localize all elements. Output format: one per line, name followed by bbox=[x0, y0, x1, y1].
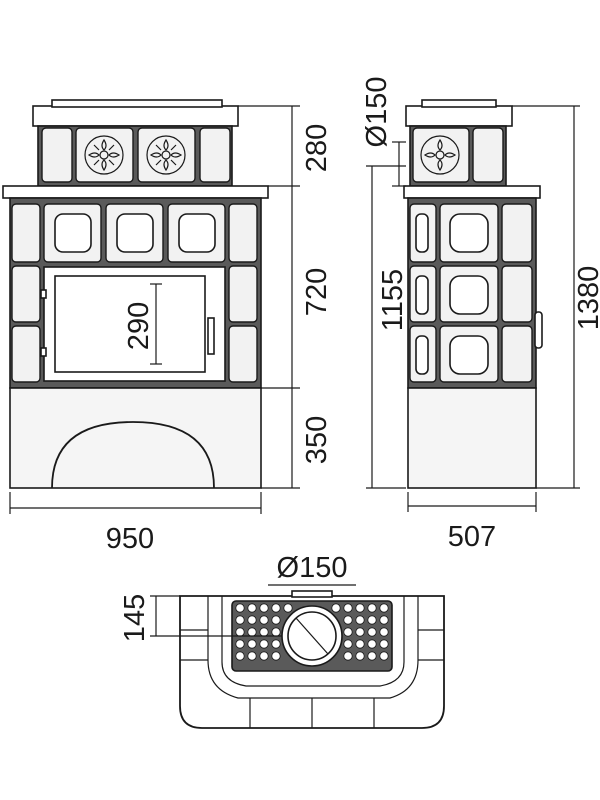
door-height-label: 290 bbox=[123, 302, 155, 350]
grate-hole bbox=[235, 615, 245, 625]
front-door-glass bbox=[54, 275, 206, 373]
side-base bbox=[407, 387, 537, 489]
grate-hole bbox=[259, 603, 269, 613]
front-tile bbox=[228, 325, 258, 383]
grate-hole bbox=[235, 603, 245, 613]
grate-hole bbox=[367, 627, 377, 637]
grate-hole bbox=[283, 603, 293, 613]
grate-hole bbox=[343, 615, 353, 625]
grate-hole bbox=[247, 615, 257, 625]
side-handle-icon bbox=[534, 311, 543, 349]
grate-hole bbox=[367, 603, 377, 613]
grate-hole bbox=[367, 651, 377, 661]
front-tile bbox=[228, 203, 258, 263]
grate-hole bbox=[367, 639, 377, 649]
grate-hole bbox=[259, 639, 269, 649]
front-upper-tile-left bbox=[41, 127, 73, 183]
flue-height-label: 1155 bbox=[377, 269, 409, 331]
grate-hole bbox=[343, 639, 353, 649]
front-top-cap-plate bbox=[51, 99, 223, 108]
width-label: 950 bbox=[106, 523, 154, 555]
ornament-flower-icon bbox=[146, 135, 186, 175]
total-height-label: 1380 bbox=[573, 266, 600, 331]
grate-hole bbox=[271, 651, 281, 661]
grate-hole bbox=[379, 651, 389, 661]
offset-label: 145 bbox=[119, 594, 151, 642]
grate-hole bbox=[235, 651, 245, 661]
door-handle-icon bbox=[207, 317, 215, 355]
grate-hole bbox=[259, 627, 269, 637]
side-top-cap bbox=[405, 105, 513, 127]
grate-hole bbox=[247, 627, 257, 637]
front-view: 950 280 720 350 290 bbox=[2, 99, 333, 555]
grate-hole bbox=[331, 603, 341, 613]
grate-hole bbox=[247, 639, 257, 649]
grate-hole bbox=[355, 627, 365, 637]
ornament-flower-icon bbox=[84, 135, 124, 175]
grate-hole bbox=[247, 651, 257, 661]
grate-hole bbox=[259, 651, 269, 661]
grate-hole bbox=[271, 615, 281, 625]
grate-hole bbox=[379, 639, 389, 649]
ornament-flower-icon bbox=[420, 135, 460, 175]
front-tile bbox=[228, 265, 258, 323]
depth-label: 507 bbox=[448, 521, 496, 553]
grate-hole bbox=[355, 603, 365, 613]
side-flue-diameter-label: Ø150 bbox=[361, 77, 393, 148]
grate-hole bbox=[355, 639, 365, 649]
grate-hole bbox=[235, 639, 245, 649]
front-tile bbox=[11, 325, 41, 383]
height-base-label: 350 bbox=[301, 416, 333, 464]
top-view: Ø150 145 bbox=[119, 552, 445, 729]
side-view: 507 Ø150 1155 1380 bbox=[361, 77, 600, 553]
front-tile bbox=[11, 203, 41, 263]
side-dimension-lines bbox=[366, 105, 580, 512]
grate-holes bbox=[235, 603, 389, 661]
side-mid-shelf bbox=[403, 185, 541, 199]
grate-hole bbox=[343, 603, 353, 613]
grate-hole bbox=[271, 603, 281, 613]
front-tile bbox=[11, 265, 41, 323]
grate-hole bbox=[271, 639, 281, 649]
grate-hole bbox=[379, 615, 389, 625]
side-upper-tile-right bbox=[472, 127, 504, 183]
front-base bbox=[9, 387, 262, 489]
front-base-arch bbox=[51, 421, 215, 489]
grate-hole bbox=[355, 615, 365, 625]
front-upper-tile-right bbox=[199, 127, 231, 183]
height-top-label: 280 bbox=[301, 124, 333, 172]
grate-hole bbox=[367, 615, 377, 625]
grate-hole bbox=[355, 651, 365, 661]
grate-hole bbox=[379, 603, 389, 613]
front-dimension-lines bbox=[9, 105, 300, 514]
grate-hole bbox=[379, 627, 389, 637]
top-flue-diameter-label: Ø150 bbox=[277, 552, 348, 584]
height-mid-label: 720 bbox=[301, 268, 333, 316]
top-dimension-lines bbox=[150, 584, 356, 637]
grate-hole bbox=[271, 627, 281, 637]
front-top-cap bbox=[32, 105, 239, 127]
grate-hole bbox=[259, 615, 269, 625]
grate-hole bbox=[343, 651, 353, 661]
grate-hole bbox=[343, 627, 353, 637]
front-mid-shelf bbox=[2, 185, 269, 199]
top-outline bbox=[179, 595, 445, 729]
grate-hole bbox=[235, 627, 245, 637]
grate-hole bbox=[247, 603, 257, 613]
